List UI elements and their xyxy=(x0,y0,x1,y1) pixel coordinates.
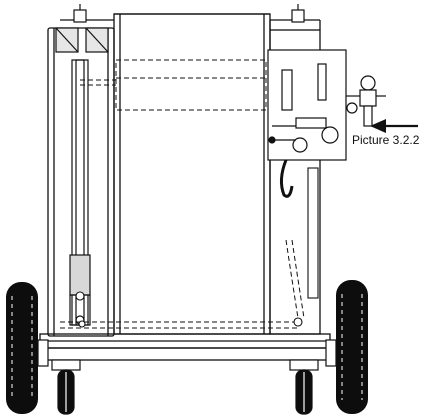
gas-cylinder xyxy=(55,27,109,326)
right-caster xyxy=(289,359,319,415)
control-panel xyxy=(267,49,347,161)
left-caster xyxy=(51,359,81,415)
fittings xyxy=(75,291,303,328)
left-wheel xyxy=(6,282,49,414)
cabinet-slot xyxy=(307,167,319,299)
callout-arrow xyxy=(370,119,418,133)
top-bolts xyxy=(73,4,305,23)
gas-hose xyxy=(279,159,294,198)
right-wheel xyxy=(325,280,368,414)
gas-regulator xyxy=(346,75,386,127)
picture-callout-label: Picture 3.2.2 xyxy=(352,133,420,147)
